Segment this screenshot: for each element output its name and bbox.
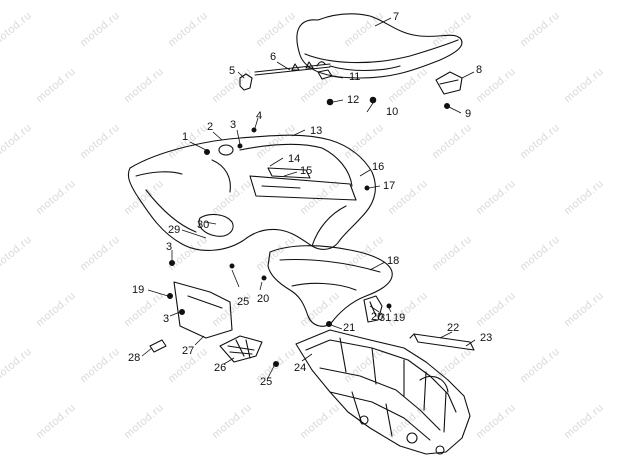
- callout-18: 18: [387, 255, 400, 267]
- callout-20b: 20: [371, 311, 384, 323]
- callout-31: 31: [379, 312, 392, 324]
- callout-17: 17: [383, 180, 396, 192]
- callout-26: 26: [214, 362, 227, 374]
- callout-13: 13: [310, 125, 323, 137]
- leader-lines: [141, 17, 476, 379]
- grommet: [326, 96, 377, 106]
- callout-9: 9: [465, 108, 472, 120]
- mud-flap: [173, 281, 233, 339]
- seat-latch-bracket: [239, 73, 253, 91]
- callout-5: 5: [229, 65, 236, 77]
- callout-3b: 3: [166, 241, 173, 253]
- callout-21: 21: [343, 322, 356, 334]
- footwell-panel: [267, 245, 393, 327]
- callout-30: 30: [197, 219, 210, 231]
- frame: [295, 329, 471, 455]
- footrest: [219, 335, 263, 363]
- callout-11: 11: [349, 71, 361, 83]
- callout-20: 20: [257, 293, 270, 305]
- callout-23: 23: [480, 332, 493, 344]
- callout-7: 7: [393, 11, 400, 23]
- callout-24: 24: [294, 362, 307, 374]
- callout-28: 28: [128, 352, 141, 364]
- callout-25b: 25: [260, 376, 273, 388]
- callout-8: 8: [476, 64, 483, 76]
- callout-3: 3: [230, 119, 237, 131]
- seat-rear-bracket: [435, 71, 463, 95]
- bracket-screw: [444, 103, 450, 109]
- callout-27: 27: [182, 345, 195, 357]
- rear-fender: [127, 134, 376, 251]
- callout-19: 19: [132, 284, 145, 296]
- callout-15: 15: [300, 165, 313, 177]
- callout-29: 29: [168, 224, 181, 236]
- callout-16: 16: [372, 161, 385, 173]
- callout-12: 12: [347, 94, 360, 106]
- seat-latch-rod: [254, 61, 331, 76]
- callout-2: 2: [207, 121, 214, 133]
- callout-1: 1: [182, 131, 189, 143]
- callout-22: 22: [447, 322, 460, 334]
- callout-6: 6: [270, 51, 277, 63]
- callout-3c: 3: [163, 313, 170, 325]
- footwell-bracket: [363, 295, 383, 323]
- callout-4: 4: [256, 110, 263, 122]
- reflector-plate: [149, 339, 167, 353]
- seat: [296, 13, 463, 79]
- hardware-fasteners: [167, 127, 392, 367]
- callout-14: 14: [288, 153, 301, 165]
- callout-19b: 19: [393, 312, 406, 324]
- callout-10: 10: [386, 106, 399, 118]
- callout-25: 25: [237, 296, 250, 308]
- rear-crossbar: [409, 333, 475, 351]
